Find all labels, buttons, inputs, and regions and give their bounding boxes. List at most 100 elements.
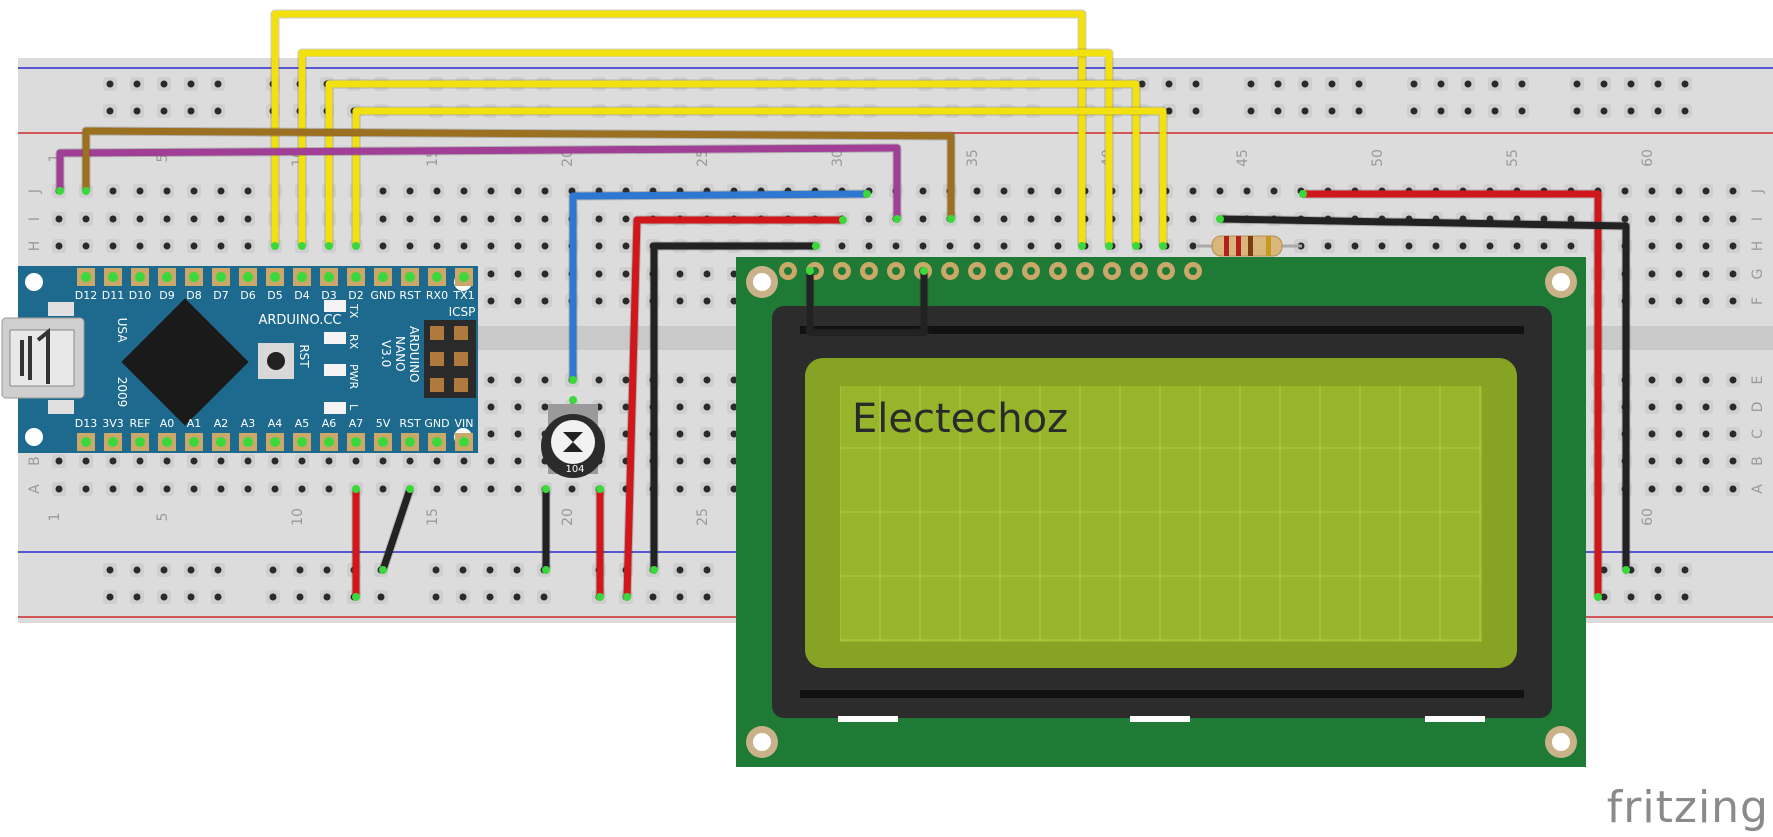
hole: [1027, 215, 1035, 223]
rail-hole: [214, 593, 222, 601]
row-label: I: [1750, 217, 1766, 221]
hole: [379, 215, 387, 223]
hole: [703, 270, 711, 278]
hole: [487, 242, 495, 250]
hole: [190, 215, 198, 223]
hole: [514, 403, 522, 411]
hole: [190, 457, 198, 465]
hole: [460, 457, 468, 465]
hole: [676, 270, 684, 278]
rail-hole: [1654, 593, 1662, 601]
hole: [460, 187, 468, 195]
lcd-character-grid: [840, 386, 1482, 642]
column-number: 50: [1370, 149, 1386, 167]
lcd-pin-hole: [892, 267, 900, 275]
hole: [541, 270, 549, 278]
hole: [1648, 297, 1656, 305]
wire-red-lcd-vdd-end: [839, 216, 847, 224]
hole: [1729, 187, 1737, 195]
lcd-module[interactable]: Electechoz: [736, 257, 1586, 767]
lcd-header-pins: [779, 262, 1202, 280]
lcd-pin-hole: [1000, 267, 1008, 275]
hole: [622, 270, 630, 278]
hole: [406, 187, 414, 195]
wire-black-backlight-end: [1622, 566, 1630, 574]
wire-black-backlight-end: [1216, 215, 1224, 223]
hole: [730, 270, 738, 278]
rail-hole: [1274, 107, 1282, 115]
hole: [676, 297, 684, 305]
rail-hole: [1328, 107, 1336, 115]
reset-button[interactable]: [258, 343, 294, 379]
hole: [1675, 485, 1683, 493]
arduino-nano[interactable]: ARDUINO.CC ICSP RST USA 2009 ARDUINO NAN…: [1, 266, 478, 453]
hole: [703, 485, 711, 493]
hole: [406, 215, 414, 223]
nano-pin-label: GND: [370, 289, 395, 302]
wire-yellow-d2: [352, 107, 1167, 246]
reset-button-label: RST: [297, 344, 311, 368]
hole: [1513, 242, 1521, 250]
wire-blue-pot-end: [569, 376, 577, 384]
nano-pin-contact: [297, 437, 307, 447]
hole: [1486, 242, 1494, 250]
resistor[interactable]: [1196, 235, 1302, 257]
nano-pin-label: A3: [241, 417, 256, 430]
hole: [1729, 215, 1737, 223]
nano-pin-contact: [135, 272, 145, 282]
hole: [730, 485, 738, 493]
hole: [82, 485, 90, 493]
hole: [730, 403, 738, 411]
rail-hole: [160, 566, 168, 574]
rail-hole: [160, 107, 168, 115]
column-number: 60: [1640, 508, 1656, 526]
nano-pin-label: REF: [130, 417, 151, 430]
lcd-pin-hole: [1081, 267, 1089, 275]
hole: [703, 457, 711, 465]
nano-pin-contact: [351, 272, 361, 282]
usb-connector[interactable]: [1, 317, 85, 399]
hole: [406, 457, 414, 465]
rail-hole: [1192, 107, 1200, 115]
hole: [1729, 485, 1737, 493]
rail-hole: [1410, 80, 1418, 88]
hole: [1027, 242, 1035, 250]
hole: [109, 457, 117, 465]
hole: [514, 297, 522, 305]
potentiometer[interactable]: 104: [541, 396, 605, 478]
hole: [433, 187, 441, 195]
hole: [1702, 270, 1710, 278]
hole: [379, 187, 387, 195]
led-label-rx: RX: [347, 334, 360, 350]
rail-hole: [676, 593, 684, 601]
hole: [55, 242, 63, 250]
rail-hole: [1518, 107, 1526, 115]
hole: [514, 242, 522, 250]
nano-pin-label: D13: [75, 417, 97, 430]
rail-hole: [1518, 80, 1526, 88]
row-label: A: [1750, 484, 1766, 494]
nano-pin-label: 3V3: [102, 417, 124, 430]
hole: [460, 242, 468, 250]
microcontroller-chip: [121, 298, 249, 426]
rail-hole: [214, 566, 222, 574]
hole: [1378, 242, 1386, 250]
potentiometer-knob[interactable]: [551, 420, 595, 464]
hole: [487, 457, 495, 465]
hole: [136, 485, 144, 493]
rail-hole: [214, 107, 222, 115]
rail-hole: [1491, 80, 1499, 88]
hole: [1189, 187, 1197, 195]
wire-red-5v-end: [352, 485, 360, 493]
hole: [271, 485, 279, 493]
hole: [1648, 242, 1656, 250]
hole: [109, 215, 117, 223]
rail-hole: [459, 566, 467, 574]
arduino-pcb: [18, 266, 478, 453]
hole: [1729, 297, 1737, 305]
hole: [1729, 457, 1737, 465]
hole: [946, 242, 954, 250]
rail-hole: [1600, 566, 1608, 574]
nano-pin-contact: [135, 437, 145, 447]
